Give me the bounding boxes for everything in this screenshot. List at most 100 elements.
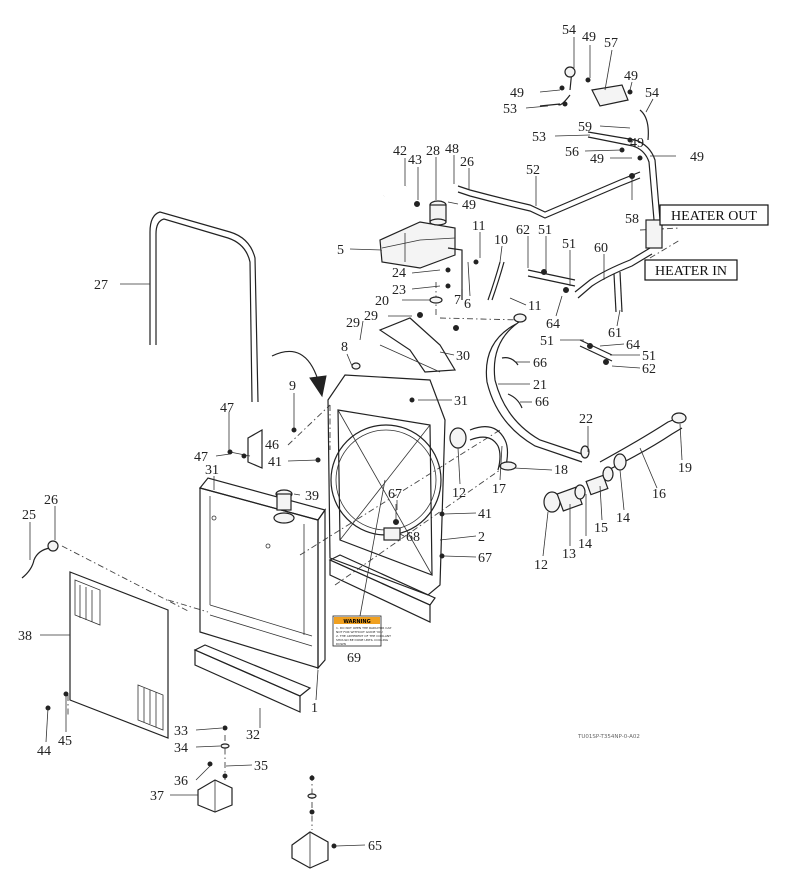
callout-31: 31 [205, 463, 219, 478]
callout-52: 52 [526, 163, 540, 178]
callout-7: 7 [454, 293, 461, 308]
callout-26: 26 [44, 493, 58, 508]
callout-26: 26 [460, 155, 474, 170]
callout-13: 13 [562, 547, 576, 562]
warning-line-5: DOWN [336, 642, 346, 646]
callout-53: 53 [532, 130, 546, 145]
drawing-code: TU01SP-T354NP-0-A02 [577, 734, 640, 740]
callout-47: 47 [220, 401, 234, 416]
heater-valve-assembly [539, 66, 663, 249]
callout-29: 29 [364, 309, 378, 324]
warning-line-1: 1. DO NOT OPEN THE RADIATOR CAP [336, 626, 391, 630]
callout-60: 60 [594, 241, 608, 256]
callout-49: 49 [630, 136, 644, 151]
callout-69: 69 [347, 651, 361, 666]
callout-49: 49 [590, 152, 604, 167]
callout-6: 6 [464, 297, 471, 312]
callout-49: 49 [624, 69, 638, 84]
callout-45: 45 [58, 734, 72, 749]
tube-42 [383, 184, 420, 207]
callout-62: 62 [642, 362, 656, 377]
clips-66 [501, 357, 523, 409]
callout-11: 11 [472, 219, 485, 234]
callout-14: 14 [578, 537, 592, 552]
heater-in-tag: HEATER IN [644, 259, 738, 281]
callout-51: 51 [540, 334, 554, 349]
overflow-hose-25 [21, 540, 59, 579]
heater-out-tag: HEATER OUT [659, 204, 769, 226]
callout-23: 23 [392, 283, 406, 298]
callout-54: 54 [645, 86, 659, 101]
fan-shroud-2 [327, 374, 446, 596]
callout-12: 12 [534, 558, 548, 573]
expansion-tank-5 [379, 200, 456, 269]
callout-42: 42 [393, 144, 407, 159]
callout-53: 53 [503, 102, 517, 117]
bracket-30 [351, 312, 459, 373]
callout-32: 32 [246, 728, 260, 743]
callout-34: 34 [174, 741, 188, 756]
callout-30: 30 [456, 349, 470, 364]
callout-17: 17 [492, 482, 506, 497]
warning-line-2: NOT FOR WITHOUT GUIDE YOU [336, 630, 383, 634]
callout-33: 33 [174, 724, 188, 739]
callout-29: 29 [346, 316, 360, 331]
callout-67: 67 [478, 551, 492, 566]
callout-49: 49 [510, 86, 524, 101]
callout-48: 48 [445, 142, 459, 157]
callout-1: 1 [311, 701, 318, 716]
callout-58: 58 [625, 212, 639, 227]
callout-10: 10 [494, 233, 508, 248]
callout-36: 36 [174, 774, 188, 789]
callout-8: 8 [341, 340, 348, 355]
callout-51: 51 [642, 349, 656, 364]
radiator-core-1 [198, 477, 326, 670]
callout-11: 11 [528, 299, 541, 314]
callout-39: 39 [305, 489, 319, 504]
warning-label-title: WARNING [343, 619, 370, 625]
callout-57: 57 [604, 36, 618, 51]
upper-hose-16 [599, 412, 687, 473]
callout-21: 21 [533, 378, 547, 393]
mount-bracket-37 [197, 725, 233, 813]
callout-22: 22 [579, 412, 593, 427]
callout-49: 49 [582, 30, 596, 45]
mount-bracket-65 [45, 691, 337, 869]
radiator-cap-39 [273, 489, 295, 524]
callout-41: 41 [478, 507, 492, 522]
grille-screen-38 [69, 571, 169, 739]
callout-44: 44 [37, 744, 51, 759]
callout-47: 47 [194, 450, 208, 465]
assembly-arrow [271, 350, 327, 398]
callout-9: 9 [289, 379, 296, 394]
callout-64: 64 [626, 338, 640, 353]
callout-38: 38 [18, 629, 32, 644]
heater-in-text: HEATER IN [655, 264, 727, 279]
callout-2: 2 [478, 530, 485, 545]
callout-16: 16 [652, 487, 666, 502]
callout-59: 59 [578, 120, 592, 135]
callout-35: 35 [254, 759, 268, 774]
callout-31: 31 [454, 394, 468, 409]
callout-54: 54 [562, 23, 576, 38]
assembly-guide-lines [61, 227, 681, 830]
callout-67: 67 [388, 487, 402, 502]
callout-51: 51 [538, 223, 552, 238]
warning-line-4: SHOULD BE DONE UNTIL COOLING [336, 638, 389, 642]
callout-28: 28 [426, 144, 440, 159]
callout-37: 37 [150, 789, 164, 804]
seal-arch-27 [149, 211, 259, 403]
callout-49: 49 [462, 198, 476, 213]
bracket-46 [227, 397, 415, 469]
callout-51: 51 [562, 237, 576, 252]
lower-pipes [449, 426, 614, 513]
callout-15: 15 [594, 521, 608, 536]
callout-14: 14 [616, 511, 630, 526]
callout-66: 66 [533, 356, 547, 371]
callout-65: 65 [368, 839, 382, 854]
callout-64: 64 [546, 317, 560, 332]
leader-lines [29, 37, 683, 847]
callout-43: 43 [408, 153, 422, 168]
callout-68: 68 [406, 530, 420, 545]
